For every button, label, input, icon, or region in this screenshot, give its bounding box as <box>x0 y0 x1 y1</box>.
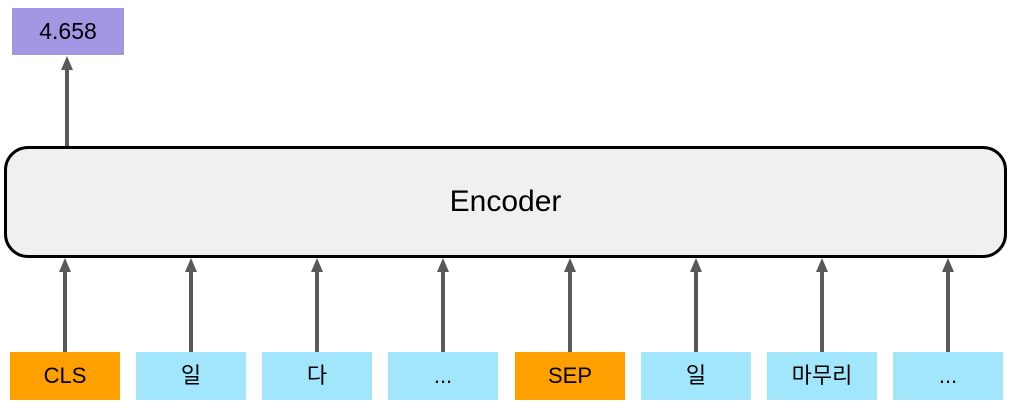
output-score-box: 4.658 <box>12 8 124 55</box>
token-label-3: ... <box>433 363 453 388</box>
token-label-7: ... <box>938 363 958 388</box>
token-box-4[interactable]: SEP <box>515 352 625 400</box>
token-label-0: CLS <box>43 363 87 388</box>
input-arrow-cls <box>56 258 74 352</box>
token-label-1: 일 <box>180 363 202 388</box>
output-arrow <box>58 56 76 146</box>
token-box-3[interactable]: ... <box>388 352 498 400</box>
token-box-6[interactable]: 마무리 <box>767 352 877 400</box>
input-arrow-2 <box>308 258 326 352</box>
input-arrow-sep <box>561 258 579 352</box>
token-label-6: 마무리 <box>791 363 853 388</box>
input-arrow-1 <box>182 258 200 352</box>
input-arrow-6 <box>813 258 831 352</box>
token-box-1[interactable]: 일 <box>136 352 246 400</box>
output-score-label: 4.658 <box>39 18 97 44</box>
token-label-2: 다 <box>306 363 328 388</box>
input-arrow-5 <box>687 258 705 352</box>
input-arrow-7 <box>939 258 957 352</box>
token-box-2[interactable]: 다 <box>262 352 372 400</box>
token-box-7[interactable]: ... <box>893 352 1003 400</box>
token-box-0[interactable]: CLS <box>10 352 120 400</box>
encoder-block: Encoder <box>4 146 1007 258</box>
input-arrow-3 <box>434 258 452 352</box>
token-box-5[interactable]: 일 <box>641 352 751 400</box>
token-label-5: 일 <box>685 363 707 388</box>
encoder-label: Encoder <box>449 185 562 218</box>
token-row: CLS 일 다... SEP 일 마무리... <box>0 352 1014 400</box>
token-label-4: SEP <box>547 363 593 388</box>
